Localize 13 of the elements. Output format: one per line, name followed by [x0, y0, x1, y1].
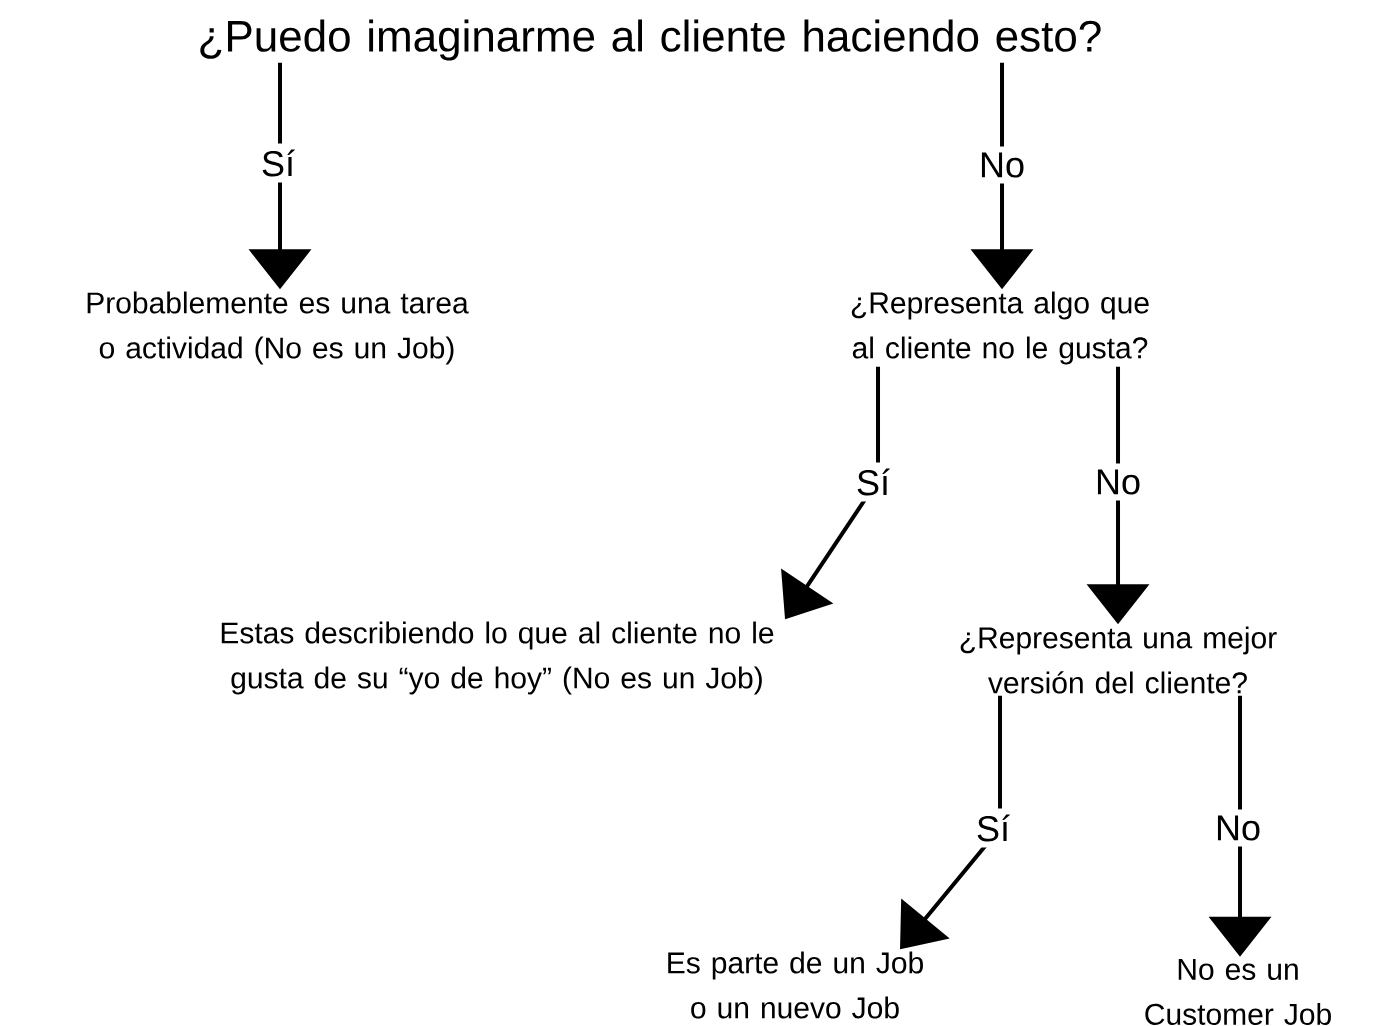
answer-text: No es un Customer Job: [1145, 959, 1331, 1025]
answer-text: Probablemente es una tarea o actividad (No es un Job): [87, 291, 469, 365]
answer-text: Estas describiendo lo que al cliente no le gusta de su “yo de hoy” (No es un Job): [221, 621, 774, 695]
edge-label: No: [1089, 463, 1147, 501]
answer-text: Es parte de un Job o un nuevo Job: [668, 951, 923, 1019]
question-text: ¿Representa algo que al cliente no le gusta?: [851, 291, 1149, 365]
edge-label: No: [1209, 809, 1268, 847]
edge-label: Sí: [970, 808, 1016, 848]
edge-label: Sí: [850, 462, 896, 502]
edge-label: No: [973, 146, 1031, 184]
edge-label: Sí: [255, 143, 301, 183]
question-text: ¿Puedo imaginarme al cliente haciendo esto?: [200, 19, 1101, 61]
question-text: ¿Representa una mejor versión del cliente?: [960, 626, 1277, 694]
